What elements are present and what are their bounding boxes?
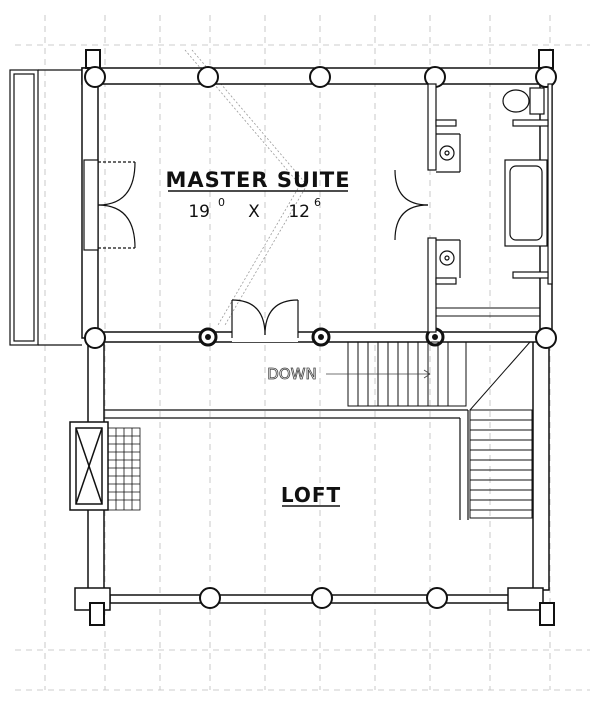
master-suite-label: MASTER SUITE <box>165 168 350 192</box>
dim-width-in: 0 <box>218 196 225 209</box>
bath-door <box>394 169 429 241</box>
hearth-tiles <box>107 427 141 511</box>
bath-partition <box>427 83 553 333</box>
dim-length-ft: 12 <box>288 202 310 222</box>
dim-width-ft: 19 <box>188 202 210 222</box>
stair-arrow <box>326 369 431 379</box>
bath-fixtures <box>436 87 548 278</box>
master-suite-dimensions: 19 0 X 12 6 <box>188 196 321 222</box>
loft-label: LOFT <box>281 483 341 507</box>
suite-double-door <box>231 299 299 342</box>
balcony <box>9 69 82 346</box>
chimney <box>69 421 109 511</box>
stair-down-label: DOWN <box>267 365 316 383</box>
stairs-vertical <box>469 409 533 519</box>
bath-shelf <box>436 307 540 317</box>
dim-length-in: 6 <box>314 196 321 209</box>
balcony-double-door <box>83 159 136 251</box>
dim-x: X <box>248 202 260 222</box>
stairs-down <box>347 341 531 411</box>
corner-posts <box>84 49 557 626</box>
loft-railing <box>104 409 469 520</box>
